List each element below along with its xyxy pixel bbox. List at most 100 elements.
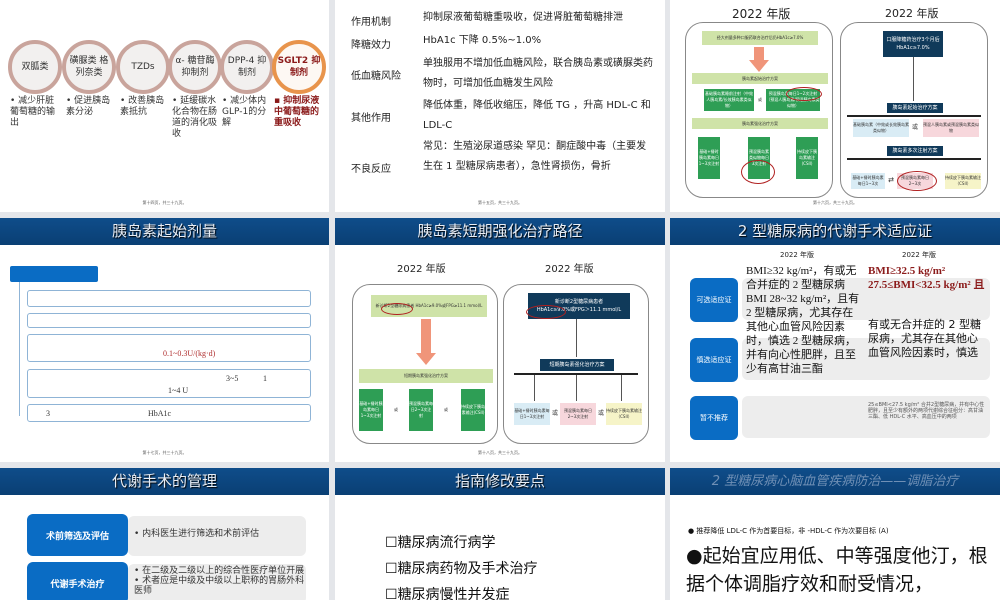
row-bg: [742, 278, 990, 320]
slide-footer: 第十六页，共三十九页。: [813, 200, 857, 205]
slide-insulin-start-paths[interactable]: 2022 年版 2022 年版 经大剂量多种口服药联合治疗后仍HbA1c≥7.0…: [670, 0, 1000, 212]
small-bullet: ● 推荐降低 LDL-C 作为首要目标，非 -HDL-C 作为次要目标 (A): [688, 527, 889, 535]
category-optional: 可选适应证: [690, 278, 738, 322]
step-preop: 术前筛选及评估: [27, 514, 128, 556]
row-value: HbA1c 下降 0.5%~1.0%: [423, 35, 542, 46]
flow-box: 基础+餐时胰岛素每日1~3次: [851, 173, 885, 189]
slide-short-intensive[interactable]: 胰岛素短期强化治疗路径 2022 年版 2022 年版 新诊断2型糖尿病患者 H…: [335, 218, 665, 462]
drug-effect: • 改善胰岛素抵抗: [120, 96, 165, 117]
flow-box: 基础+餐时胰岛素每日1~3次注射: [359, 389, 383, 431]
row-label: 降糖效力: [351, 40, 391, 51]
slide-sglt2-table[interactable]: 作用机制 抑制尿液葡萄糖重吸收，促进肾脏葡萄糖排泄 降糖效力 HbA1c 下降 …: [335, 0, 665, 212]
checklist-item: ☐糖尿病慢性并发症: [385, 587, 510, 600]
flow-box: 经大剂量多种口服药联合治疗后仍HbA1c≥7.0%: [702, 31, 818, 45]
drug-name: α- 糖苷酶抑制剂: [175, 56, 215, 78]
flowchart-left: 经大剂量多种口服药联合治疗后仍HbA1c≥7.0% 胰岛素起始治疗方案 基础胰岛…: [685, 22, 833, 198]
dose-text: 1~4 U: [168, 386, 189, 395]
or-label: 或: [444, 407, 448, 412]
category-not-recommended: 暂不推荐: [690, 396, 738, 440]
step-detail: • 内科医生进行筛选和术前评估: [128, 516, 306, 556]
slide-surgery-management[interactable]: 代谢手术的管理 • 内科医生进行筛选和术前评估 术前筛选及评估 • 在二级及二级…: [0, 468, 329, 600]
slide-title: 指南修改要点: [335, 468, 665, 495]
drug-effect: • 延缓碳水化合物在肠道的消化吸收: [172, 96, 218, 139]
row-value: 降低体重，降低收缩压，降低 TG ，升高 HDL-C 和 LDL-C: [423, 100, 651, 131]
or-label: 或: [551, 410, 558, 417]
dose-value: 0.1~0.3U/(kg·d): [163, 349, 216, 358]
indication-text-right-red: BMI≥32.5 kg/m² 27.5≤BMI<32.5 kg/m² 且: [868, 265, 985, 291]
dose-text: 3: [46, 409, 50, 418]
drug-circle-highlight: SGLT2 抑制剂: [272, 40, 326, 94]
slide-footer: 第十八页，共三十九页。: [478, 450, 522, 455]
drug-circle: DPP-4 抑制剂: [220, 40, 274, 94]
flow-box: 预混胰岛素每日2~3次注射: [409, 389, 433, 431]
row-label: 其他作用: [351, 113, 391, 124]
drug-effect: • 促进胰岛素分泌: [66, 96, 111, 117]
flow-box: 持续皮下胰岛素输注（CSII）: [945, 173, 981, 189]
flow-box: 持续皮下胰岛素输注(CSII): [796, 137, 818, 179]
version-label: 2022 年版: [397, 264, 446, 275]
step-surgery: 代谢手术治疗: [27, 562, 128, 600]
indication-text-left: BMI≥32 kg/m²，有或无合并症的 2 型糖尿病 BMI 28~32 kg…: [746, 265, 860, 375]
flow-box: 基础胰岛素（中效或长效胰岛素类似物）: [853, 119, 909, 137]
heading-bar: [10, 266, 98, 282]
slide-surgery-indications[interactable]: 2 型糖尿病的代谢手术适应证 可选适应证 慎选适应证 暂不推荐 2022 年版 …: [670, 218, 1000, 462]
slide-title: 2 型糖尿病心脑血管疾病防治——调脂治疗: [670, 468, 1000, 495]
swap-icon: ⇄: [888, 176, 894, 184]
version-label: 2022 年版: [902, 251, 937, 259]
flow-box: 胰岛素起始治疗方案: [692, 73, 828, 84]
row-bg: [742, 396, 990, 438]
slide-lipid-therapy[interactable]: 2 型糖尿病心脑血管疾病防治——调脂治疗 ● 推荐降低 LDL-C 作为首要目标…: [670, 468, 1000, 600]
row-label: 不良反应: [351, 164, 391, 175]
slide-footer: 第十七页，共三十九页。: [142, 450, 187, 455]
slide-title: 代谢手术的管理: [0, 468, 329, 495]
flow-box: 口服降糖药治疗3个月后 HbA1c≥7.0%: [883, 31, 943, 57]
row-value: 单独服用不增加低血糖风险，联合胰岛素或磺脲类药物时，可增加低血糖发生风险: [423, 58, 653, 89]
flow-box: 持续皮下胰岛素输注（CSII）: [606, 403, 642, 425]
row-value: 常见：生殖泌尿道感染 罕见：酮症酸中毒（主要发生在 1 型糖尿病患者），急性肾损…: [423, 141, 647, 172]
slide-footer: 第十五页，共三十九页。: [478, 200, 522, 205]
drug-name: 磺脲类 格列奈类: [69, 56, 109, 78]
slide-title: 2 型糖尿病的代谢手术适应证: [670, 218, 1000, 245]
flow-text: 新诊断2型糖尿病患者: [554, 299, 604, 305]
slide-title: 胰岛素短期强化治疗路径: [335, 218, 665, 245]
flow-box: 短期胰岛素强化治疗方案: [540, 359, 614, 371]
row-label: 作用机制: [351, 17, 391, 28]
indication-text-right: 有或无合并症的 2 型糖尿病，尤其存在其他心血管风险因素时，慎选: [868, 318, 981, 359]
row-value: 抑制尿液葡萄糖重吸收，促进肾脏葡萄糖排泄: [423, 12, 623, 23]
dose-text: HbA1c: [148, 409, 172, 418]
flow-box: 预混人胰岛素或预混胰岛素类似物: [923, 119, 979, 137]
drug-circle: TZDs: [116, 40, 170, 94]
drug-effect: • 减少体内GLP-1的分解: [222, 96, 267, 128]
dose-text: 3~5: [226, 374, 239, 383]
drug-name: TZDs: [131, 62, 155, 72]
flowchart-right: 口服降糖药治疗3个月后 HbA1c≥7.0% 胰岛素起始治疗方案 基础胰岛素（中…: [840, 22, 988, 198]
flow-box: 预混胰岛素每日2~3次注射: [560, 403, 596, 425]
small-note: 25≤BMI<27.5 kg/m² 合并2型糖尿病，并有中心性肥胖，且至少有额外…: [868, 402, 985, 420]
dose-row: [27, 313, 311, 328]
flow-box: 基础+餐时胰岛素每日1~3次注射: [514, 403, 550, 425]
flow-box: 胰岛素强化治疗方案: [692, 118, 828, 129]
dose-row: 3 HbA1c: [27, 404, 311, 422]
drug-name: SGLT2 抑制剂: [277, 56, 321, 78]
or-label: 或: [597, 410, 604, 417]
drug-circle: 双胍类: [8, 40, 62, 94]
drug-effect: • 减少肝脏葡萄糖的输出: [10, 96, 56, 128]
flow-box: 胰岛素多次注射方案: [887, 146, 943, 156]
slide-oral-drugs[interactable]: 双胍类 磺脲类 格列奈类 TZDs α- 糖苷酶抑制剂 DPP-4 抑制剂 SG…: [0, 0, 329, 212]
big-bullet: ●起始宜应用低、中等强度他汀，根据个体调脂疗效和耐受情况，: [686, 545, 988, 595]
version-label: 2022 年版: [545, 264, 594, 275]
flow-box: 基础胰岛素睡前注射（中效人胰岛素/长效胰岛素类似物）: [704, 89, 754, 111]
drug-name: DPP-4 抑制剂: [227, 56, 267, 78]
step-detail: • 在二级及二级以上的综合性医疗单位开展• 术者应是中级及中级以上职称的胃肠外科…: [128, 564, 306, 600]
slide-guideline-changes[interactable]: 指南修改要点 ☐糖尿病流行病学 ☐糖尿病药物及手术治疗 ☐糖尿病慢性并发症: [335, 468, 665, 600]
category-cautious: 慎选适应证: [690, 338, 738, 382]
drug-circle: α- 糖苷酶抑制剂: [168, 40, 222, 94]
version-label: 2022 年版: [885, 7, 939, 20]
slide-title: 胰岛素起始剂量: [0, 218, 329, 245]
dose-row: 0.1~0.3U/(kg·d): [27, 334, 311, 362]
flow-box: 基础+餐时胰岛素每日1~3次注射: [698, 137, 720, 179]
flow-box: 胰岛素起始治疗方案: [887, 103, 943, 113]
